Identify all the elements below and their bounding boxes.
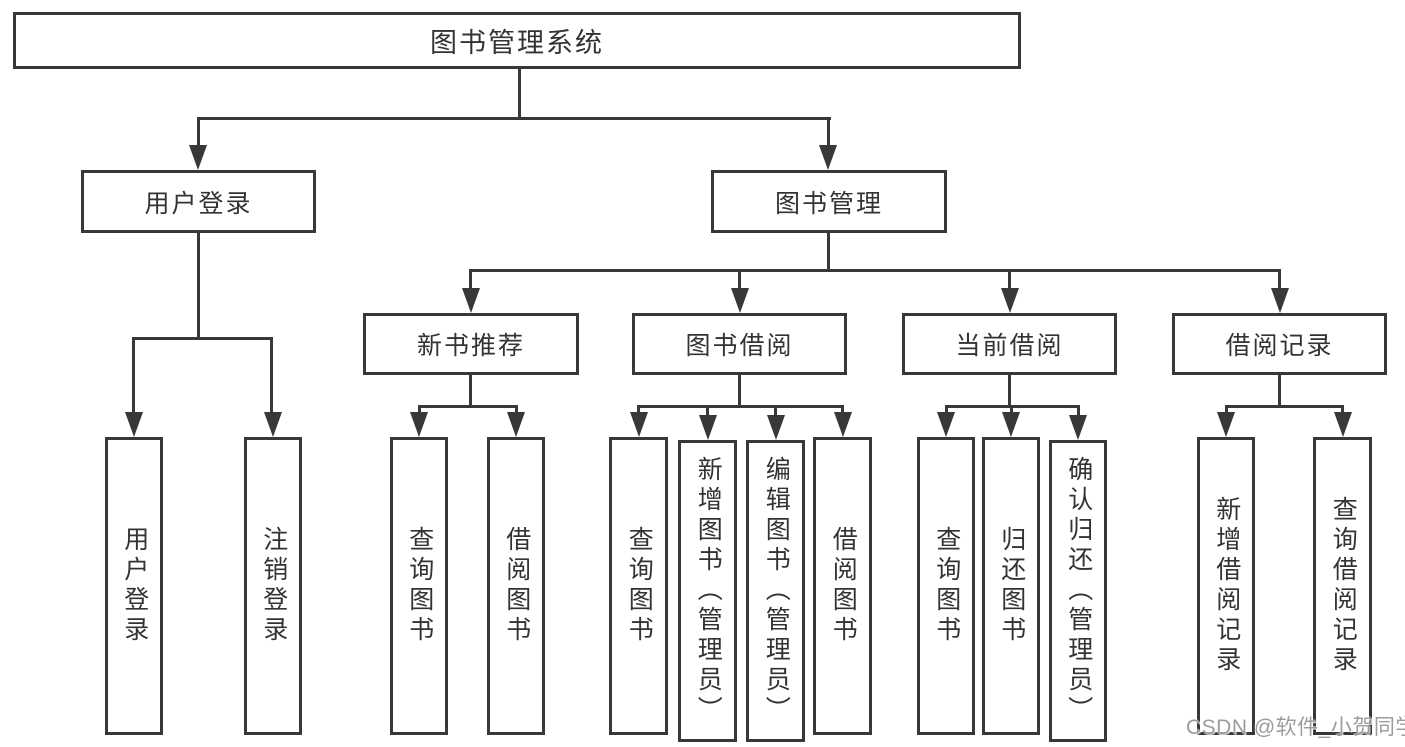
connector-line [469, 269, 472, 291]
connector-line [945, 405, 948, 417]
connector-line [515, 405, 518, 417]
leaf-label: 新增借阅记录 [1212, 496, 1241, 676]
node-user-login: 用户登录 [81, 170, 316, 233]
connector-line [197, 233, 200, 339]
arrowhead [410, 412, 428, 437]
connector-line [1225, 405, 1228, 417]
connector-line [738, 375, 741, 407]
leaf-query-borrow-record: 查询借阅记录 [1313, 437, 1372, 735]
connector-line [1278, 269, 1281, 291]
connector-line [197, 117, 200, 147]
leaf-label: 归还图书 [997, 526, 1026, 646]
leaf-label: 新增图书（管理员） [694, 456, 723, 726]
arrowhead [1002, 412, 1020, 437]
connector-line [197, 117, 831, 120]
leaf-add-borrow-record: 新增借阅记录 [1197, 437, 1255, 735]
connector-line [132, 337, 273, 340]
connector-line [1008, 375, 1011, 407]
connector-line [518, 68, 521, 118]
arrowhead [937, 412, 955, 437]
connector-line [270, 337, 273, 413]
leaf-label: 借阅图书 [829, 526, 858, 646]
arrowhead [189, 145, 207, 170]
leaf-query-books-current: 查询图书 [917, 437, 975, 735]
arrowhead [264, 412, 282, 437]
arrowhead [1217, 412, 1235, 437]
leaf-borrow-books-recommend: 借阅图书 [487, 437, 545, 735]
arrowhead [630, 412, 648, 437]
connector-line [774, 405, 777, 419]
leaf-label: 查询借阅记录 [1329, 496, 1358, 676]
arrowhead [767, 415, 785, 440]
arrowhead [1001, 288, 1019, 313]
leaf-label: 确认归还（管理员） [1064, 456, 1093, 726]
connector-line [132, 337, 135, 413]
connector-line [637, 405, 844, 408]
connector-line [637, 405, 640, 417]
connector-line [418, 405, 421, 417]
connector-line [1077, 405, 1080, 419]
leaf-label: 查询图书 [625, 526, 654, 646]
leaf-edit-books-admin: 编辑图书（管理员） [746, 440, 805, 742]
connector-line [738, 269, 741, 291]
leaf-confirm-return-admin: 确认归还（管理员） [1049, 440, 1107, 742]
connector-line [1010, 405, 1013, 417]
arrowhead [731, 288, 749, 313]
leaf-query-books-recommend: 查询图书 [390, 437, 448, 735]
arrowhead [699, 415, 717, 440]
watermark: CSDN @软件_小贺同学 [1186, 716, 1405, 739]
arrowhead [507, 412, 525, 437]
connector-line [1008, 269, 1011, 291]
leaf-label: 编辑图书（管理员） [762, 456, 791, 726]
node-book-management: 图书管理 [711, 170, 947, 233]
leaf-add-books-admin: 新增图书（管理员） [678, 440, 737, 742]
arrowhead [1334, 412, 1352, 437]
node-current-borrowing: 当前借阅 [902, 313, 1117, 375]
leaf-label: 用户登录 [120, 526, 149, 646]
arrowhead [834, 412, 852, 437]
connector-line [841, 405, 844, 417]
leaf-label: 借阅图书 [502, 526, 531, 646]
node-root: 图书管理系统 [13, 12, 1021, 69]
connector-line [1341, 405, 1344, 417]
connector-line [418, 405, 517, 408]
connector-line [706, 405, 709, 419]
connector-line [1225, 405, 1344, 408]
node-new-book-recommend: 新书推荐 [363, 313, 579, 375]
arrowhead [125, 412, 143, 437]
arrowhead [462, 288, 480, 313]
leaf-label: 查询图书 [932, 526, 961, 646]
leaf-return-books: 归还图书 [982, 437, 1040, 735]
node-borrowing-records: 借阅记录 [1172, 313, 1387, 375]
node-book-borrowing: 图书借阅 [632, 313, 847, 375]
arrowhead [819, 145, 837, 170]
leaf-user-login: 用户登录 [105, 437, 163, 735]
leaf-label: 查询图书 [405, 526, 434, 646]
leaf-borrow-books: 借阅图书 [813, 437, 872, 735]
connector-line [827, 117, 830, 147]
leaf-logout-login: 注销登录 [244, 437, 302, 735]
connector-line [1278, 375, 1281, 407]
connector-line [470, 269, 1281, 272]
connector-line [827, 233, 830, 271]
arrowhead [1271, 288, 1289, 313]
arrowhead [1069, 415, 1087, 440]
connector-line [469, 375, 472, 407]
leaf-query-books-borrowing: 查询图书 [609, 437, 668, 735]
leaf-label: 注销登录 [259, 526, 288, 646]
